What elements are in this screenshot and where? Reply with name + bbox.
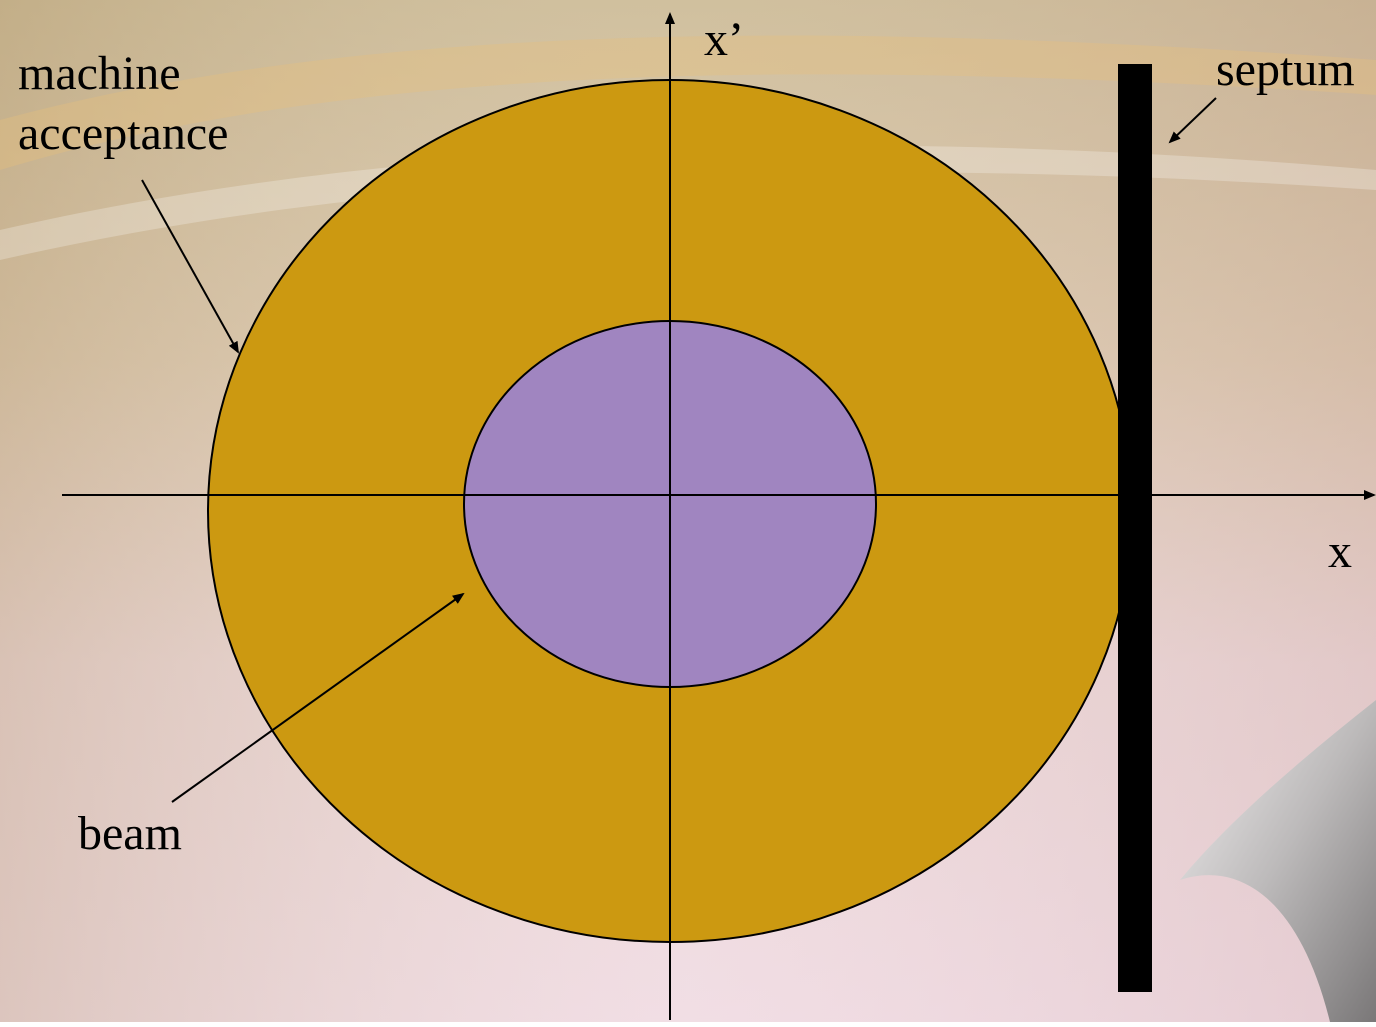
background-streak-2 <box>0 145 1376 260</box>
septum-pointer-arrow <box>1168 97 1217 144</box>
acceptance-label-line2: acceptance <box>18 107 229 160</box>
septum-label: septum <box>1216 43 1355 96</box>
acceptance-label-line1: machine <box>18 47 181 100</box>
acceptance-pointer-arrow <box>141 179 239 354</box>
beam-label: beam <box>78 807 182 860</box>
beam-pointer-arrow <box>171 592 465 803</box>
background-streak <box>0 35 1376 170</box>
x-axis-label: x <box>1328 525 1352 578</box>
page-curl <box>1180 700 1376 1022</box>
septum-bar <box>1118 64 1152 992</box>
xprime-axis-label: x’ <box>704 13 744 66</box>
